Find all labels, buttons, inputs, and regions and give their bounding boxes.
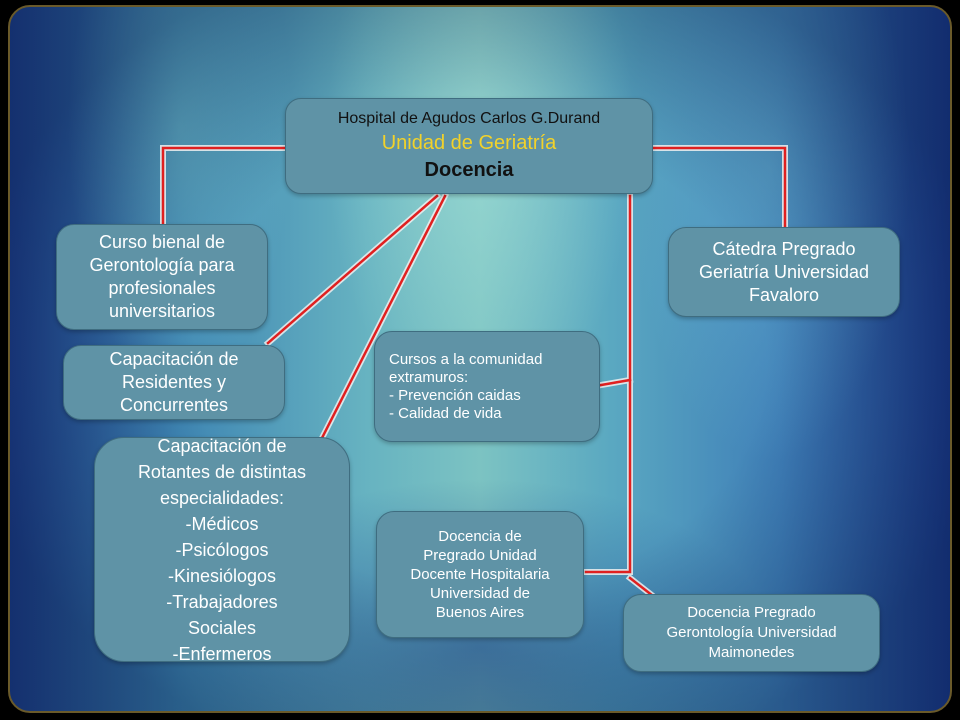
node-text-line: Maimonedes: [708, 644, 795, 661]
node-text-line: Gerontología para: [89, 255, 235, 275]
node-text-line: Capacitación de: [157, 435, 287, 456]
node-text-line: -Médicos: [185, 513, 259, 534]
root-hospital-name: Hospital de Agudos Carlos G.Durand: [337, 110, 601, 127]
node-text-line: Geriatría Universidad: [698, 261, 870, 282]
connector-root-to-curso: [160, 145, 291, 229]
node-text-line: profesionales: [108, 278, 216, 298]
node-text-line: Curso bienal de: [98, 232, 226, 252]
node-text-line: Concurrentes: [119, 395, 229, 415]
node-text-line: Docencia Pregrado: [687, 604, 816, 621]
node-text-line: Capacitación de: [109, 349, 239, 369]
root-unit-name: Unidad de Geriatría: [381, 132, 557, 154]
node-curso-bienal: Curso bienal de Gerontología para profes…: [56, 224, 268, 330]
node-text-line: Buenos Aires: [435, 604, 525, 621]
node-catedra-favaloro: Cátedra Pregrado Geriatría Universidad F…: [668, 227, 900, 317]
node-text-line: - Prevención caidas: [389, 386, 521, 404]
node-text-line: Residentes y: [121, 372, 227, 392]
connector-root-to-catedra: [649, 145, 788, 231]
node-text-line: Rotantes de distintas: [137, 461, 307, 482]
root-area-name: Docencia: [424, 159, 514, 181]
node-text-line: -Psicólogos: [175, 539, 269, 560]
node-text-line: extramuros:: [389, 368, 469, 386]
node-docencia-uba: Docencia de Pregrado Unidad Docente Hosp…: [376, 511, 584, 638]
node-text-line: especialidades:: [159, 487, 285, 508]
node-text-line: -Trabajadores: [166, 591, 278, 612]
node-text-line: universitarios: [108, 301, 216, 321]
node-text-line: Pregrado Unidad: [423, 547, 537, 564]
node-rotantes: Capacitación de Rotantes de distintas es…: [94, 436, 350, 664]
node-text-line: - Calidad de vida: [389, 404, 502, 422]
root-node-docencia: Hospital de Agudos Carlos G.Durand Unida…: [285, 98, 653, 194]
node-text-line: -Kinesiólogos: [167, 565, 277, 586]
node-text-line: Cursos a la comunidad: [389, 350, 543, 368]
node-text-line: Favaloro: [748, 284, 820, 305]
node-residentes: Capacitación de Residentes y Concurrente…: [63, 345, 285, 420]
node-cursos-comunidad: Cursos a la comunidad extramuros: - Prev…: [374, 331, 600, 442]
node-docencia-maimonides: Docencia Pregrado Gerontología Universid…: [623, 594, 880, 672]
node-text-line: Docente Hospitalaria: [410, 566, 550, 583]
node-text-line: Sociales: [187, 617, 257, 638]
node-text-line: Universidad de: [429, 585, 531, 602]
node-text-line: Cátedra Pregrado: [712, 238, 856, 259]
node-text-line: -Enfermeros: [172, 643, 272, 664]
node-text-line: Docencia de: [438, 528, 522, 545]
node-text-line: Gerontología Universidad: [666, 624, 837, 641]
